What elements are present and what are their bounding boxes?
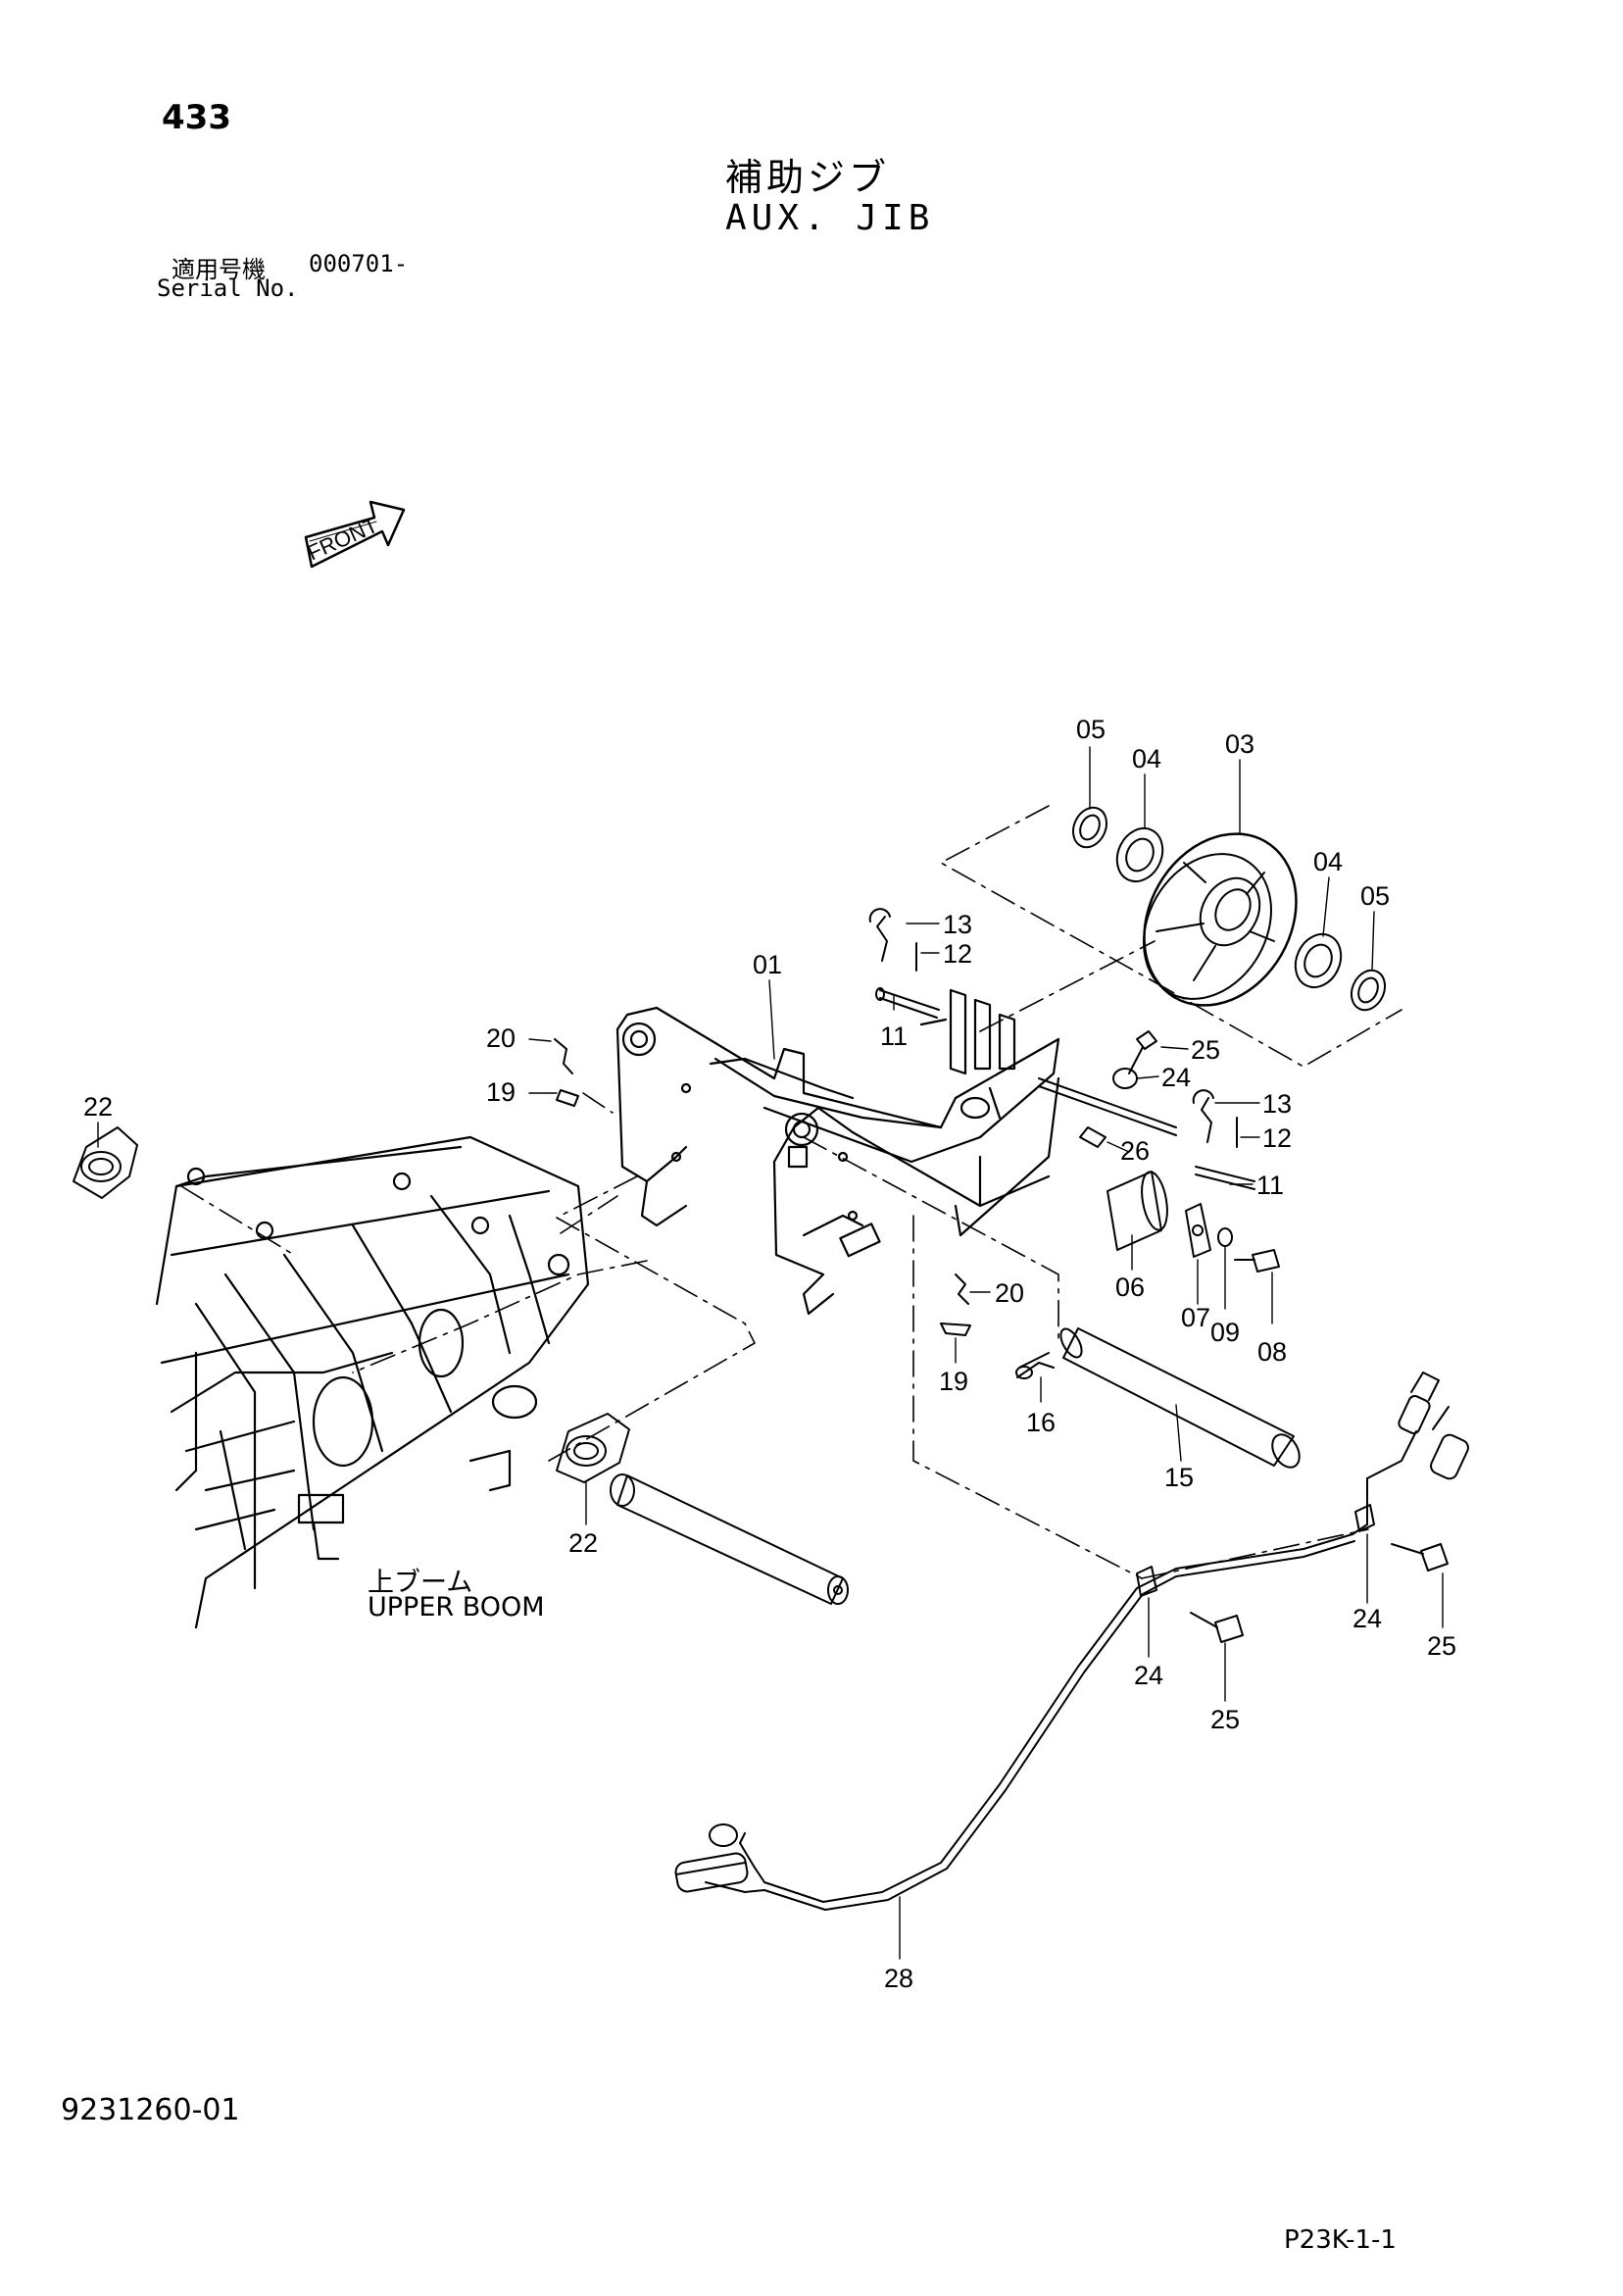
assembly-lines: [181, 806, 1402, 1578]
title-english: AUX. JIB: [725, 198, 935, 238]
callout-13-upper: 13: [943, 910, 972, 939]
upper-boom: [157, 1137, 588, 1627]
callout-26: 26: [1120, 1136, 1150, 1166]
pin-set-upper: [870, 909, 939, 1018]
callout-15: 15: [1164, 1463, 1194, 1492]
callout-16: 16: [1026, 1408, 1056, 1437]
callout-08: 08: [1257, 1337, 1287, 1367]
callout-24-right: 24: [1352, 1604, 1382, 1633]
callout-11-right: 11: [1256, 1171, 1284, 1200]
clamp-24-lower: [1137, 1567, 1156, 1596]
seal-05-left: [1067, 802, 1113, 853]
callout-06: 06: [1115, 1273, 1145, 1302]
collar-06: [1107, 1170, 1171, 1250]
clamp-24-right: [1355, 1505, 1374, 1531]
callout-25-lower: 25: [1210, 1705, 1240, 1734]
flange-22-right: [557, 1414, 629, 1482]
sheave-03: [1114, 806, 1327, 1032]
serial-label-english: Serial No.: [157, 275, 299, 302]
bolt-08: [1235, 1250, 1279, 1272]
seal-05-right: [1346, 965, 1392, 1016]
bolt-25-upper: [1080, 1031, 1156, 1147]
washer-09: [1218, 1228, 1232, 1246]
callout-19-upper: 19: [486, 1077, 516, 1107]
callout-25-right: 25: [1427, 1631, 1456, 1661]
page-number: 433: [162, 98, 231, 137]
callout-01: 01: [753, 950, 782, 979]
page-reference: P23K-1-1: [1284, 2225, 1397, 2255]
pin-19-lower: [941, 1274, 970, 1335]
callout-09: 09: [1210, 1318, 1240, 1347]
leader-lines: [98, 747, 1443, 1959]
pin-15: [1057, 1325, 1304, 1472]
callout-12-upper: 12: [943, 939, 972, 969]
boom-pin: [611, 1474, 848, 1604]
callout-20-upper: 20: [486, 1023, 516, 1053]
cable-28: [674, 1373, 1471, 1910]
bolt-25-lower: [1191, 1613, 1243, 1642]
upper-boom-label-english: UPPER BOOM: [368, 1592, 545, 1622]
callout-25-upper: 25: [1191, 1035, 1220, 1065]
pin-set-right: [1039, 1078, 1254, 1189]
callout-labels: 05 04 03 04 05 13 12 01 11 25 24 20 19 1…: [83, 715, 1456, 1993]
callout-07: 07: [1181, 1303, 1210, 1332]
callout-22-left: 22: [83, 1092, 113, 1122]
callout-20-lower: 20: [995, 1278, 1024, 1308]
callout-05-left: 05: [1076, 715, 1106, 744]
snap-pin-16: [1016, 1353, 1054, 1378]
plate-07: [1186, 1204, 1210, 1257]
front-arrow-icon: FRONT: [304, 502, 404, 567]
bolt-25-right: [1392, 1544, 1448, 1571]
callout-04-left: 04: [1132, 744, 1161, 774]
pin-19-upper: [555, 1039, 578, 1106]
bearing-04-right: [1287, 926, 1350, 994]
callout-04-right: 04: [1313, 847, 1343, 876]
jib-frame: [617, 990, 1058, 1314]
callout-28: 28: [884, 1964, 913, 1993]
callout-19-lower: 19: [939, 1367, 968, 1396]
callout-13-right: 13: [1262, 1089, 1292, 1119]
front-label: FRONT: [304, 513, 381, 566]
callout-22-right: 22: [568, 1528, 598, 1558]
drawing-number: 9231260-01: [61, 2093, 240, 2127]
callout-24-upper: 24: [1161, 1063, 1191, 1092]
title-japanese: 補助ジブ: [725, 156, 891, 199]
bearing-04-left: [1108, 821, 1171, 888]
flange-22-left: [74, 1127, 137, 1198]
callout-11-upper: 11: [880, 1022, 908, 1051]
upper-boom-label-japanese: 上ブーム: [368, 1568, 473, 1598]
serial-value: 000701-: [309, 250, 409, 277]
callout-05-right: 05: [1360, 881, 1390, 911]
callout-12-right: 12: [1262, 1123, 1292, 1153]
callout-03: 03: [1225, 729, 1254, 759]
callout-24-lower: 24: [1134, 1661, 1163, 1690]
serial-label-japanese: 適用号機: [172, 256, 266, 283]
